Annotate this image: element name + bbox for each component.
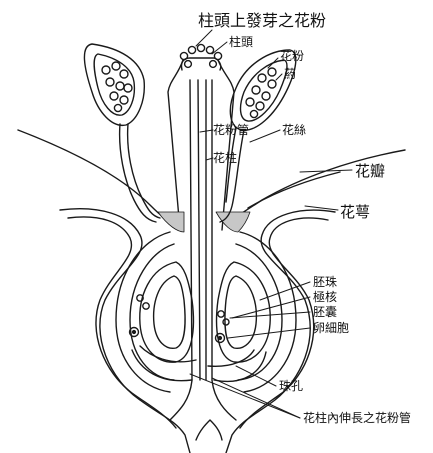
stamen-left bbox=[84, 44, 160, 222]
ovule-nuclei bbox=[130, 295, 230, 343]
label-micropyle: 珠孔 bbox=[279, 380, 303, 392]
label-pollen: 花粉 bbox=[280, 50, 304, 62]
nectary-disc bbox=[158, 212, 250, 232]
label-pollen-tube-in-style: 花柱內伸長之花粉管 bbox=[303, 412, 411, 424]
label-filament: 花絲 bbox=[282, 124, 306, 136]
label-germinating-pollen-on-stigma: 柱頭上發芽之花粉 bbox=[198, 13, 326, 29]
label-embryo-sac: 胚囊 bbox=[313, 306, 337, 318]
stigma-pollen bbox=[180, 44, 221, 70]
label-stigma: 柱頭 bbox=[229, 36, 253, 48]
label-pollen-tube: 花粉管 bbox=[213, 124, 249, 136]
label-ovule: 胚珠 bbox=[313, 276, 337, 288]
label-egg-cell: 卵細胞 bbox=[313, 322, 349, 334]
label-anther: 葯 bbox=[284, 68, 296, 80]
label-petal: 花瓣 bbox=[355, 164, 385, 179]
receptacle-outline bbox=[60, 209, 335, 453]
label-polar-nuclei: 極核 bbox=[313, 291, 337, 303]
label-style: 花柱 bbox=[213, 152, 237, 164]
label-sepal: 花萼 bbox=[340, 205, 370, 220]
